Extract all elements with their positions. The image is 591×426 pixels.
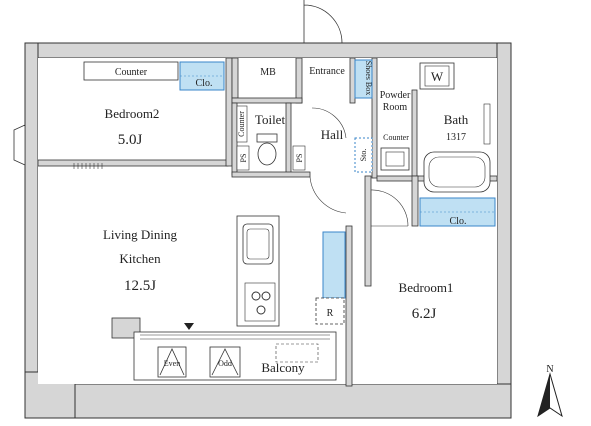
counter-b2-label: Counter bbox=[115, 67, 148, 78]
storage-small bbox=[354, 137, 373, 173]
toilet-counter bbox=[236, 105, 248, 143]
bedroom1-door-swing bbox=[370, 189, 409, 227]
ps-box-right bbox=[292, 145, 306, 171]
shoes-box bbox=[354, 59, 373, 99]
bedroom1-size: 6.2J bbox=[412, 306, 437, 322]
evacuation-hatch-even bbox=[157, 346, 187, 378]
compass-icon: N bbox=[537, 364, 563, 418]
storage-small-label: Sto. bbox=[359, 149, 368, 162]
bathtub-inner bbox=[428, 156, 486, 188]
hall-lower-door-swing bbox=[309, 176, 347, 214]
powder-room-label-line1: Powder bbox=[380, 90, 411, 101]
entrance-label: Entrance bbox=[309, 66, 345, 77]
shoes-box-label: Shoes Box bbox=[364, 61, 373, 95]
hall-label: Hall bbox=[321, 127, 344, 142]
entrance-door-swing bbox=[303, 0, 343, 44]
closet-b1-label: Clo. bbox=[450, 216, 467, 227]
bedroom2-window bbox=[13, 124, 26, 166]
bath-door bbox=[483, 103, 491, 145]
powder-counter-label: Counter bbox=[383, 133, 409, 142]
bedroom2-name: Bedroom2 bbox=[105, 106, 160, 121]
living-label-line2: Kitchen bbox=[119, 251, 161, 266]
outdoor-unit bbox=[275, 343, 319, 363]
toilet-bowl-icon bbox=[256, 133, 278, 166]
mb-label: MB bbox=[260, 67, 276, 78]
living-label-line1: Living Dining bbox=[103, 227, 178, 242]
stove-burners-icon bbox=[251, 291, 271, 315]
bedroom2-fixtures bbox=[83, 61, 225, 91]
kitchen-storage bbox=[322, 231, 346, 299]
balcony-slider-marks bbox=[140, 334, 330, 340]
bedroom1-name: Bedroom1 bbox=[399, 280, 454, 295]
even-label: Even bbox=[164, 359, 180, 368]
window-arrow-icon bbox=[184, 323, 194, 330]
washer-inner bbox=[424, 65, 450, 87]
powder-room-label-line2: Room bbox=[383, 102, 408, 113]
bedroom2-size: 5.0J bbox=[118, 132, 143, 148]
ps-right-label: PS bbox=[295, 154, 304, 163]
hall-door-swing bbox=[311, 107, 347, 139]
ps-left-label: PS bbox=[239, 154, 248, 163]
compass-label: N bbox=[546, 364, 553, 375]
balcony-label: Balcony bbox=[261, 360, 305, 375]
closet-b2-label: Clo. bbox=[196, 78, 213, 89]
bath-label: Bath bbox=[444, 112, 469, 127]
ps-box-left bbox=[236, 145, 250, 171]
fridge-box bbox=[315, 297, 345, 325]
living-size: 12.5J bbox=[124, 278, 156, 294]
evacuation-hatch-odd bbox=[209, 346, 241, 378]
bedroom2-door-rail bbox=[73, 163, 103, 169]
toilet-label: Toilet bbox=[255, 112, 286, 127]
kitchen-counter bbox=[236, 215, 280, 327]
fridge-label: R bbox=[327, 308, 334, 319]
sink-basin bbox=[385, 151, 405, 167]
odd-label: Odd bbox=[218, 359, 232, 368]
bath-code: 1317 bbox=[446, 132, 466, 143]
toilet-counter-label: Counter bbox=[237, 111, 246, 137]
washer-label: W bbox=[431, 69, 444, 84]
